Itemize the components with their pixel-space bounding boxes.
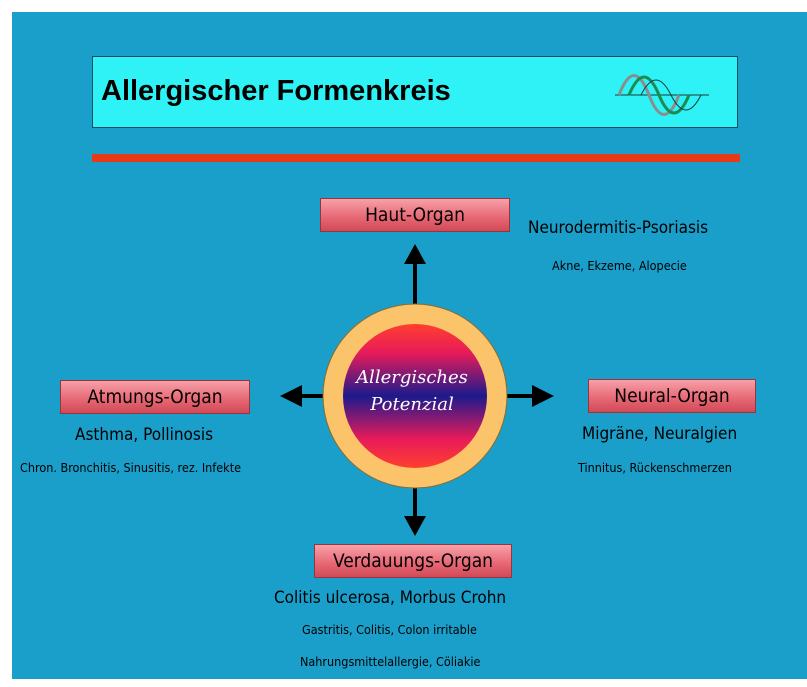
neural-sub-text: Tinnitus, Rückenschmerzen — [578, 460, 732, 475]
verdauungs-sub2-text: Nahrungsmittelallergie, Cöliakie — [300, 654, 481, 669]
verdauungs-sub1-text: Gastritis, Colitis, Colon irritable — [302, 622, 477, 637]
organ-box-atmungs: Atmungs-Organ — [60, 380, 250, 414]
arrow-right — [506, 385, 554, 407]
arrow-down — [404, 488, 426, 536]
atmungs-main-text: Asthma, Pollinosis — [75, 425, 214, 445]
page-title: Allergischer Formenkreis — [101, 75, 451, 107]
center-label: Allergisches Potenzial — [342, 364, 482, 418]
center-label-line2: Potenzial — [370, 394, 454, 415]
verdauungs-main-text: Colitis ulcerosa, Morbus Crohn — [274, 588, 507, 608]
center-label-line1: Allergisches — [356, 367, 468, 388]
diagram-graphics — [280, 244, 554, 536]
neural-main-text: Migräne, Neuralgien — [582, 424, 738, 444]
core-circle — [343, 324, 487, 468]
arrow-up — [404, 244, 426, 304]
slide: Allergischer Formenkreis — [12, 12, 807, 679]
atmungs-sub-text: Chron. Bronchitis, Sinusitis, rez. Infek… — [20, 460, 242, 475]
title-box: Allergischer Formenkreis — [92, 56, 738, 128]
organ-box-neural: Neural-Organ — [588, 379, 756, 413]
wave-logo-icon — [615, 74, 709, 116]
organ-box-haut: Haut-Organ — [320, 198, 510, 232]
divider-bar — [92, 154, 740, 162]
organ-box-verdauungs: Verdauungs-Organ — [314, 544, 512, 578]
haut-sub-text: Akne, Ekzeme, Alopecie — [552, 258, 687, 273]
arrow-left — [280, 385, 324, 407]
haut-main-text: Neurodermitis-Psoriasis — [528, 218, 709, 238]
